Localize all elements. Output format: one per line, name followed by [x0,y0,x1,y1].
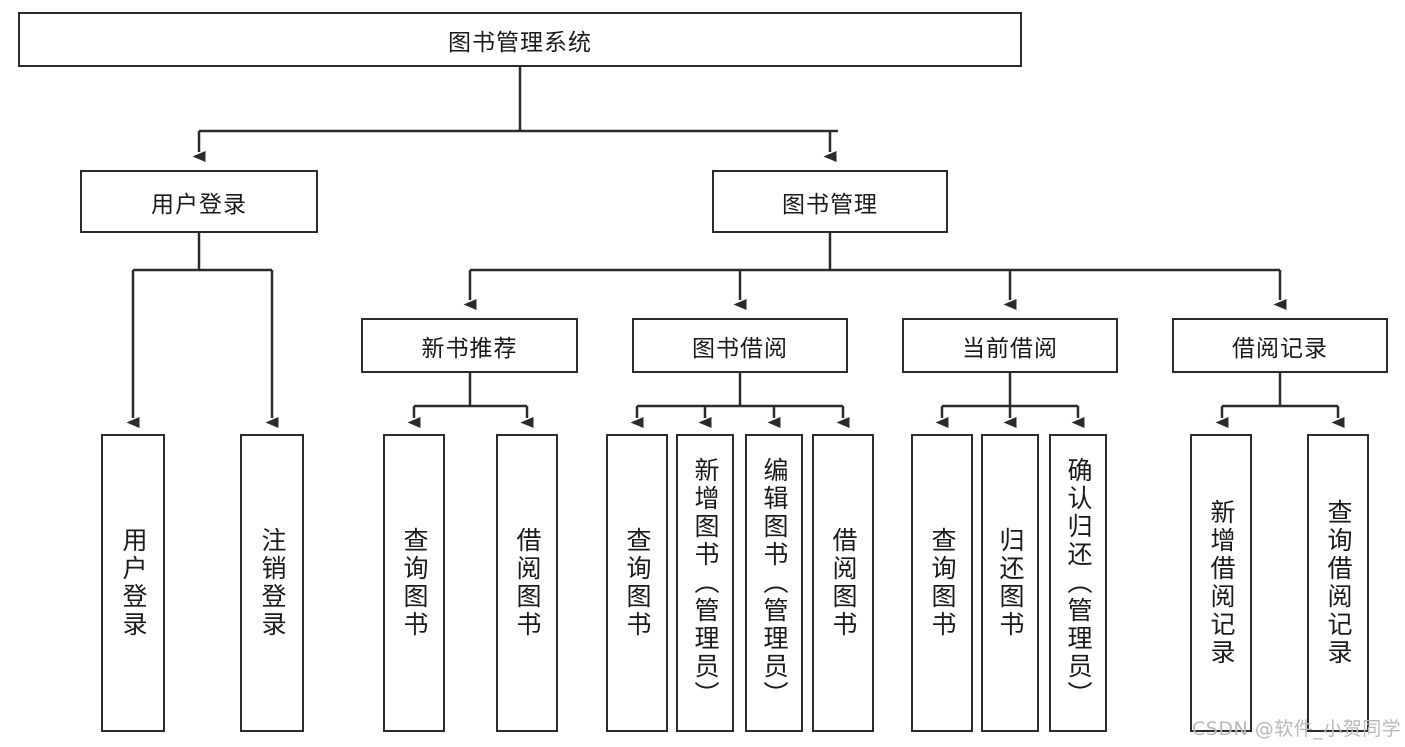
node-book-manage-label: 图书管理 [782,191,878,218]
leaf-logout-label: 注销登录 [258,527,287,639]
leaf-logout[interactable]: 注销登录 [240,434,304,732]
node-book-borrow[interactable]: 图书借阅 [632,318,848,373]
leaf-user-login[interactable]: 用户登录 [101,434,165,732]
node-current-borrow-label: 当前借阅 [962,335,1058,362]
node-book-borrow-label: 图书借阅 [692,335,788,362]
leaf-add-record-label: 新增借阅记录 [1207,499,1236,667]
node-root-label: 图书管理系统 [448,29,592,56]
leaf-query-book-2[interactable]: 查询图书 [606,434,668,732]
node-new-book-recommend-label: 新书推荐 [421,335,518,362]
leaf-query-record[interactable]: 查询借阅记录 [1307,434,1369,732]
leaf-return-book[interactable]: 归还图书 [981,434,1039,732]
leaf-borrow-book-1-label: 借阅图书 [513,527,542,639]
leaf-confirm-return[interactable]: 确认归还（管理员） [1049,434,1107,732]
leaf-query-record-label: 查询借阅记录 [1324,499,1353,667]
leaf-add-book-label: 新增图书（管理员） [691,457,720,709]
leaf-add-book[interactable]: 新增图书（管理员） [676,434,734,732]
leaf-borrow-book-2-label: 借阅图书 [829,527,858,639]
leaf-borrow-book-1[interactable]: 借阅图书 [496,434,558,732]
leaf-confirm-return-label: 确认归还（管理员） [1064,457,1093,709]
node-book-manage[interactable]: 图书管理 [712,170,948,233]
node-user-login-label: 用户登录 [151,191,247,218]
leaf-borrow-book-2[interactable]: 借阅图书 [812,434,874,732]
node-user-login[interactable]: 用户登录 [80,170,318,233]
node-current-borrow[interactable]: 当前借阅 [902,318,1118,373]
node-borrow-record[interactable]: 借阅记录 [1172,318,1388,373]
node-root[interactable]: 图书管理系统 [18,12,1022,67]
leaf-edit-book-label: 编辑图书（管理员） [760,457,789,709]
leaf-query-book-3-label: 查询图书 [928,527,957,639]
leaf-user-login-label: 用户登录 [119,527,148,639]
csdn-watermark: CSDN @软件_小贺同学 [1192,718,1402,740]
leaf-query-book-2-label: 查询图书 [623,527,652,639]
leaf-query-book-1[interactable]: 查询图书 [383,434,445,732]
leaf-edit-book[interactable]: 编辑图书（管理员） [745,434,803,732]
leaf-add-record[interactable]: 新增借阅记录 [1190,434,1252,732]
leaf-query-book-3[interactable]: 查询图书 [911,434,973,732]
node-new-book-recommend[interactable]: 新书推荐 [361,318,578,373]
leaf-return-book-label: 归还图书 [996,527,1025,639]
node-borrow-record-label: 借阅记录 [1232,335,1328,362]
leaf-query-book-1-label: 查询图书 [400,527,429,639]
